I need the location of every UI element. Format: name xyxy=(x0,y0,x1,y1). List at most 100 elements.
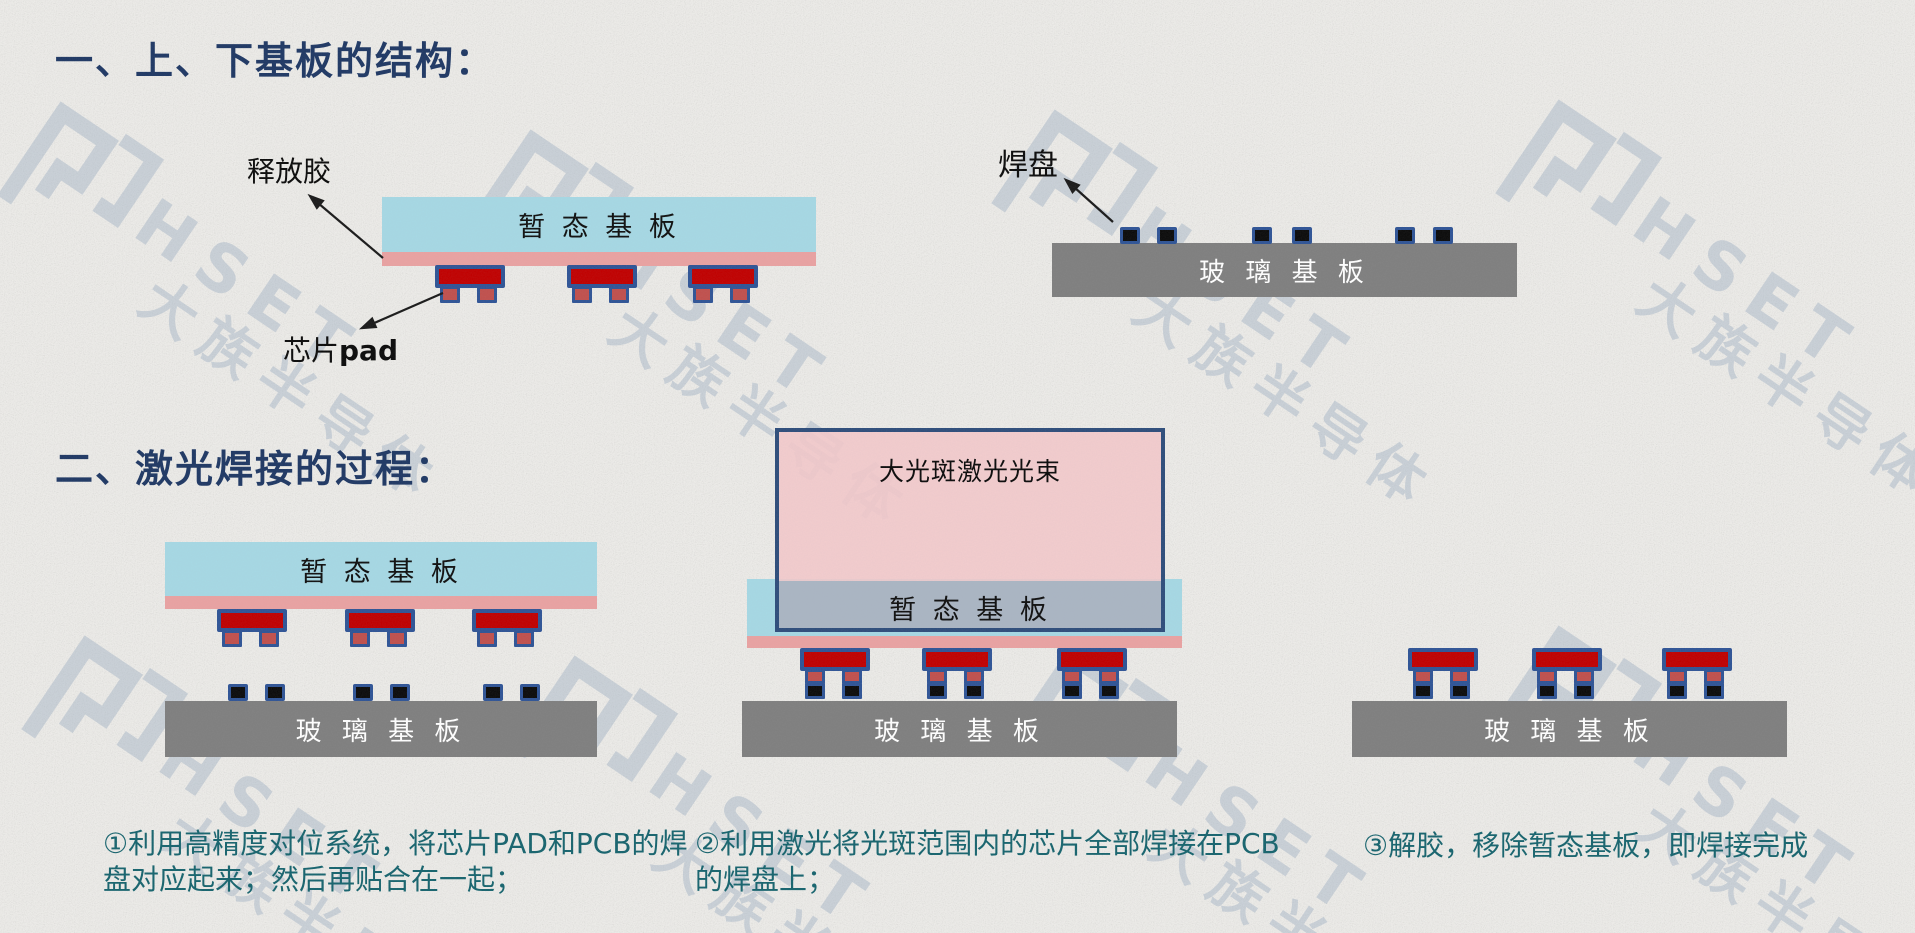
solder-pad xyxy=(228,684,248,701)
chip-pad xyxy=(572,286,592,303)
release-glue-layer xyxy=(382,252,816,266)
watermark-brand: HSET xyxy=(1619,181,1876,390)
chip-pad-label: 芯片pad xyxy=(283,329,398,369)
pad-joint xyxy=(1704,669,1724,699)
solder-pad xyxy=(390,684,410,701)
chip-pad xyxy=(259,630,279,647)
chip-pads xyxy=(472,630,542,647)
glass-substrate-step1: 玻 璃 基 板 xyxy=(165,701,597,757)
chip xyxy=(345,609,415,647)
chip-pads xyxy=(567,286,637,303)
chip-pad xyxy=(964,669,984,684)
solder-pad xyxy=(1667,683,1687,699)
chip-pad xyxy=(387,630,407,647)
chip-pad xyxy=(440,286,460,303)
welded-chip xyxy=(1662,648,1732,699)
chip-body xyxy=(1408,648,1478,671)
chip-body xyxy=(688,265,758,288)
watermark-text: HSET 大族半导体 xyxy=(1590,181,1915,515)
step1-caption: ①利用高精度对位系统，将芯片PAD和PCB的焊盘对应起来；然后再贴合在一起； xyxy=(103,827,688,896)
chip-pad xyxy=(609,286,629,303)
chip-pad xyxy=(693,286,713,303)
chip-body xyxy=(345,609,415,632)
pad-joint xyxy=(964,669,984,699)
watermark-company: 大族半导体 xyxy=(1625,264,1915,515)
chip-pads xyxy=(435,286,505,303)
chip xyxy=(472,609,542,647)
chip-pads xyxy=(922,669,992,699)
watermark-company: 大族半导体 xyxy=(1121,274,1449,525)
chip-pad xyxy=(927,669,947,684)
chip-pad-label-cn: 芯片 xyxy=(283,334,340,367)
chip-pad xyxy=(1574,669,1594,684)
glass-substrate-label: 玻 璃 基 板 xyxy=(295,716,467,747)
solder-pad xyxy=(265,684,285,701)
temp-substrate-label: 暂 态 基 板 xyxy=(779,588,1161,627)
chip-pads xyxy=(688,286,758,303)
temp-substrate-step1: 暂 态 基 板 xyxy=(165,542,597,596)
pad-joint xyxy=(842,669,862,699)
solder-pad xyxy=(1395,227,1415,244)
chip-pad xyxy=(1413,669,1433,684)
release-glue-layer xyxy=(165,596,597,609)
chip xyxy=(217,609,287,647)
pad-joint xyxy=(1413,669,1433,699)
welded-chip xyxy=(922,648,992,699)
chip-pad xyxy=(1062,669,1082,684)
chip-body xyxy=(567,265,637,288)
chip-body xyxy=(1532,648,1602,671)
glass-substrate-step3: 玻 璃 基 板 xyxy=(1352,701,1787,757)
welded-chip xyxy=(1057,648,1127,699)
step2-caption: ②利用激光将光斑范围内的芯片全部焊接在PCB的焊盘上； xyxy=(695,827,1280,896)
chip-pads xyxy=(1408,669,1478,699)
solder-pad xyxy=(1157,227,1177,244)
glass-substrate-label: 玻 璃 基 板 xyxy=(1199,257,1370,288)
chip-pads xyxy=(1662,669,1732,699)
chip-pad xyxy=(1667,669,1687,684)
chip-body xyxy=(922,648,992,671)
temp-substrate-label: 暂 态 基 板 xyxy=(518,212,680,243)
solder-pad xyxy=(1252,227,1272,244)
pad-joint xyxy=(1667,669,1687,699)
welded-chip xyxy=(800,648,870,699)
chip-pad xyxy=(477,630,497,647)
glass-substrate-step2: 玻 璃 基 板 xyxy=(742,701,1177,757)
chip-pad xyxy=(1450,669,1470,684)
glass-substrate-label: 玻 璃 基 板 xyxy=(874,716,1045,747)
chip-pad-label-en: pad xyxy=(339,334,398,367)
chip-pad xyxy=(1099,669,1119,684)
chip xyxy=(435,265,505,303)
hset-logo-icon xyxy=(0,101,165,229)
chip-pads xyxy=(345,630,415,647)
solder-pad xyxy=(520,684,540,701)
solder-pad xyxy=(842,683,862,699)
chip-pad xyxy=(222,630,242,647)
chip-pad xyxy=(1704,669,1724,684)
step3-caption: ③解胶，移除暂态基板，即焊接完成 xyxy=(1363,829,1809,862)
solder-pad xyxy=(483,684,503,701)
release-glue-arrow xyxy=(307,193,384,259)
solder-pad xyxy=(1450,683,1470,699)
solder-pad xyxy=(1537,683,1557,699)
watermark-company: 大族半导体 xyxy=(1625,790,1915,933)
temp-substrate-label-text: 暂 态 基 板 xyxy=(889,595,1051,626)
solder-pad xyxy=(353,684,373,701)
chip xyxy=(688,265,758,303)
chip-pad xyxy=(805,669,825,684)
solder-pad xyxy=(1704,683,1724,699)
solder-pad xyxy=(1099,683,1119,699)
chip-pads xyxy=(1057,669,1127,699)
chip-body xyxy=(217,609,287,632)
section1-title: 一、上、下基板的结构： xyxy=(55,39,496,83)
solder-pad xyxy=(964,683,984,699)
pad-joint xyxy=(805,669,825,699)
watermark: HSET 大族半导体 xyxy=(1472,86,1915,515)
solder-pad xyxy=(927,683,947,699)
chip xyxy=(567,265,637,303)
solder-pad xyxy=(1413,683,1433,699)
chip-pad xyxy=(350,630,370,647)
glass-substrate-top: 玻 璃 基 板 xyxy=(1052,243,1517,297)
solder-pad xyxy=(805,683,825,699)
chip-body xyxy=(435,265,505,288)
